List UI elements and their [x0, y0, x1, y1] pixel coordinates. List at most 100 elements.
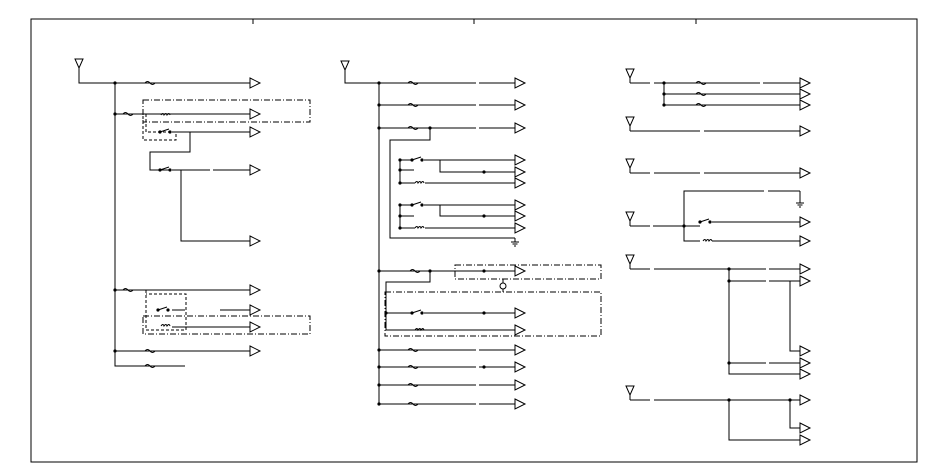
power-source-icon [626, 117, 634, 126]
output-arrow-icon [250, 78, 260, 88]
switch-blade [412, 157, 421, 160]
junction-dot [168, 130, 172, 134]
output-arrow-icon [515, 178, 525, 188]
power-source-icon [341, 61, 349, 70]
wire [790, 400, 800, 428]
subassembly-box [455, 265, 601, 279]
output-arrow-icon [250, 127, 260, 137]
coil-icon [415, 227, 424, 229]
output-arrow-icon [800, 100, 810, 110]
junction-dot [482, 214, 486, 218]
power-source-icon [626, 255, 634, 264]
power-source-icon [626, 212, 634, 221]
wire [424, 160, 515, 172]
output-arrow-icon [800, 217, 810, 227]
junction-dot [420, 203, 424, 207]
fuse-icon [408, 384, 418, 387]
fuse-icon [123, 113, 133, 116]
wire [181, 170, 250, 241]
wire [684, 226, 700, 241]
output-arrow-icon [515, 325, 525, 335]
switch-blade [160, 167, 169, 170]
wire [684, 191, 764, 228]
fuse-icon [696, 93, 706, 96]
output-arrow-icon [515, 211, 525, 221]
relay-outline [143, 114, 176, 140]
fuse-icon [696, 104, 706, 107]
output-arrow-icon [515, 380, 525, 390]
junction-dot [420, 311, 424, 315]
subassembly-box [143, 316, 310, 334]
output-arrow-icon [515, 223, 525, 233]
wire [150, 132, 190, 170]
output-arrow-icon [515, 155, 525, 165]
coil-icon [161, 114, 170, 116]
fuse-icon [408, 366, 418, 369]
fuse-icon [145, 350, 155, 353]
output-arrow-icon [800, 395, 810, 405]
output-arrow-icon [800, 423, 810, 433]
junction-dot [482, 311, 486, 315]
switch-blade [412, 202, 421, 205]
junction-dot [420, 158, 424, 162]
junction-dot [482, 365, 486, 369]
switch-blade [158, 307, 167, 310]
output-arrow-icon [515, 345, 525, 355]
junction-dot [377, 383, 381, 387]
junction-dot [377, 348, 381, 352]
junction-dot [788, 398, 792, 402]
output-arrow-icon [800, 236, 810, 246]
column-1-circuits [75, 59, 310, 368]
wire [390, 128, 515, 238]
fuse-icon [123, 289, 133, 292]
output-arrow-icon [800, 264, 810, 274]
connector-icon [500, 283, 506, 289]
frame [31, 19, 917, 462]
junction-dot [113, 349, 117, 353]
wire [729, 269, 800, 374]
output-arrow-icon [515, 167, 525, 177]
wire [790, 281, 800, 351]
fuse-icon [696, 82, 706, 85]
relay-outline [146, 290, 186, 330]
junction-dot [113, 288, 117, 292]
output-arrow-icon [250, 109, 260, 119]
wire [79, 73, 250, 83]
coil-icon [415, 329, 424, 331]
column-2-circuits [341, 61, 601, 409]
output-arrow-icon [800, 276, 810, 286]
junction-dot [377, 103, 381, 107]
junction-dot [377, 365, 381, 369]
output-arrow-icon [800, 168, 810, 178]
fuse-icon [408, 104, 418, 107]
junction-dot [377, 126, 381, 130]
coil-icon [415, 182, 424, 184]
junction-dot [662, 81, 666, 85]
output-arrow-icon [800, 369, 810, 379]
junction-dot [168, 168, 172, 172]
switch-blade [160, 129, 169, 132]
junction-dot [482, 170, 486, 174]
fuse-icon [408, 403, 418, 406]
wire [345, 75, 476, 83]
fuse-icon [408, 349, 418, 352]
switch-blade [412, 310, 421, 313]
output-arrow-icon [515, 200, 525, 210]
junction-dot [708, 220, 712, 224]
column-3-circuits [626, 69, 810, 445]
wire [115, 362, 185, 366]
output-arrow-icon [250, 285, 260, 295]
junction-dot [113, 81, 117, 85]
junction-dot [384, 311, 388, 315]
junction-dot [482, 269, 486, 273]
output-arrow-icon [250, 305, 260, 315]
wire [386, 271, 515, 330]
fuse-icon [408, 82, 418, 85]
junction-dot [166, 308, 170, 312]
output-arrow-icon [515, 78, 525, 88]
coil-icon [703, 240, 712, 242]
switch-blade [700, 219, 709, 222]
coil-icon [161, 325, 170, 327]
output-arrow-icon [800, 435, 810, 445]
power-source-icon [75, 59, 83, 68]
